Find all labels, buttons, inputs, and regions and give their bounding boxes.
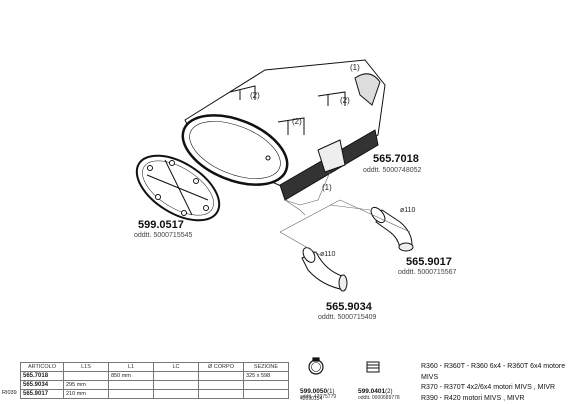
table-row: 565.9034 295 mm xyxy=(21,381,289,390)
table-header: L1S xyxy=(64,363,109,372)
note-2-right: (2) xyxy=(340,96,350,105)
table-cell: 325 x 598 xyxy=(244,372,289,381)
muffler-sub: oddtt. 5000748052 xyxy=(363,167,421,174)
pipe-9017-sub: oddtt. 5000715567 xyxy=(398,269,456,276)
table-cell xyxy=(154,381,199,390)
table-cell: 210 mm xyxy=(64,390,109,399)
note-1-bottom: (1) xyxy=(322,183,332,192)
table-cell: 850 mm xyxy=(109,372,154,381)
table-tag: RI039 xyxy=(2,390,17,396)
pipe-9017-dia: ø110 xyxy=(400,207,416,214)
table-cell xyxy=(199,372,244,381)
table-cell: 295 mm xyxy=(64,381,109,390)
table-header: Ø CORPO xyxy=(199,363,244,372)
table-cell xyxy=(199,390,244,399)
table-cell xyxy=(64,372,109,381)
pipe-9034-sub: oddtt. 5000715409 xyxy=(318,314,376,321)
table-header: SEZIONE xyxy=(244,363,289,372)
note-1-top: (1) xyxy=(350,63,360,72)
note-2-left: (2) xyxy=(250,91,260,100)
table-cell xyxy=(154,390,199,399)
table-cell xyxy=(109,381,154,390)
table-cell xyxy=(109,390,154,399)
table-row: 565.7018 850 mm 325 x 598 xyxy=(21,372,289,381)
model-list: R360 - R360T - R360 6x4 - R360T 6x4 moto… xyxy=(421,362,582,404)
table-cell: 565.9034 xyxy=(21,381,64,390)
table-header: LC xyxy=(154,363,199,372)
table-cell: 565.7018 xyxy=(21,372,64,381)
clamp-icon xyxy=(309,358,323,374)
model-line: R370 - R370T 4x2/6x4 motori MIVS , MIVR xyxy=(421,383,582,394)
table-cell xyxy=(154,372,199,381)
table-header: ARTICOLO xyxy=(21,363,64,372)
note-2-mid: (2) xyxy=(292,117,302,126)
parts-table: ARTICOLO L1S L1 LC Ø CORPO SEZIONE 565.7… xyxy=(20,362,289,399)
gasket-sub: oddtt. 5000715545 xyxy=(134,232,192,239)
muffler-code: 565.7018 xyxy=(373,153,419,165)
table-row: 565.9017 210 mm xyxy=(21,390,289,399)
gasket-code: 599.0517 xyxy=(138,219,184,231)
table-header: L1 xyxy=(109,363,154,372)
pipe-9017-code: 565.9017 xyxy=(406,256,452,268)
table-cell xyxy=(244,381,289,390)
model-line: R390 - R420 motori MIVS , MIVR xyxy=(421,394,582,404)
fitting-2-sub: oddtt. 0000689778 xyxy=(358,395,400,401)
pipe-9034-code: 565.9034 xyxy=(326,301,373,313)
nut-icon xyxy=(367,362,379,372)
table-cell xyxy=(199,381,244,390)
model-line: R360 - R360T - R360 6x4 - R360T 6x4 moto… xyxy=(421,362,582,383)
table-cell: 565.9017 xyxy=(21,390,64,399)
pipe-9034-dia: ø110 xyxy=(320,251,336,258)
table-header-row: ARTICOLO L1S L1 LC Ø CORPO SEZIONE xyxy=(21,363,289,372)
table-cell xyxy=(244,390,289,399)
fitting-2-code: 599.0401(2) xyxy=(358,388,392,395)
